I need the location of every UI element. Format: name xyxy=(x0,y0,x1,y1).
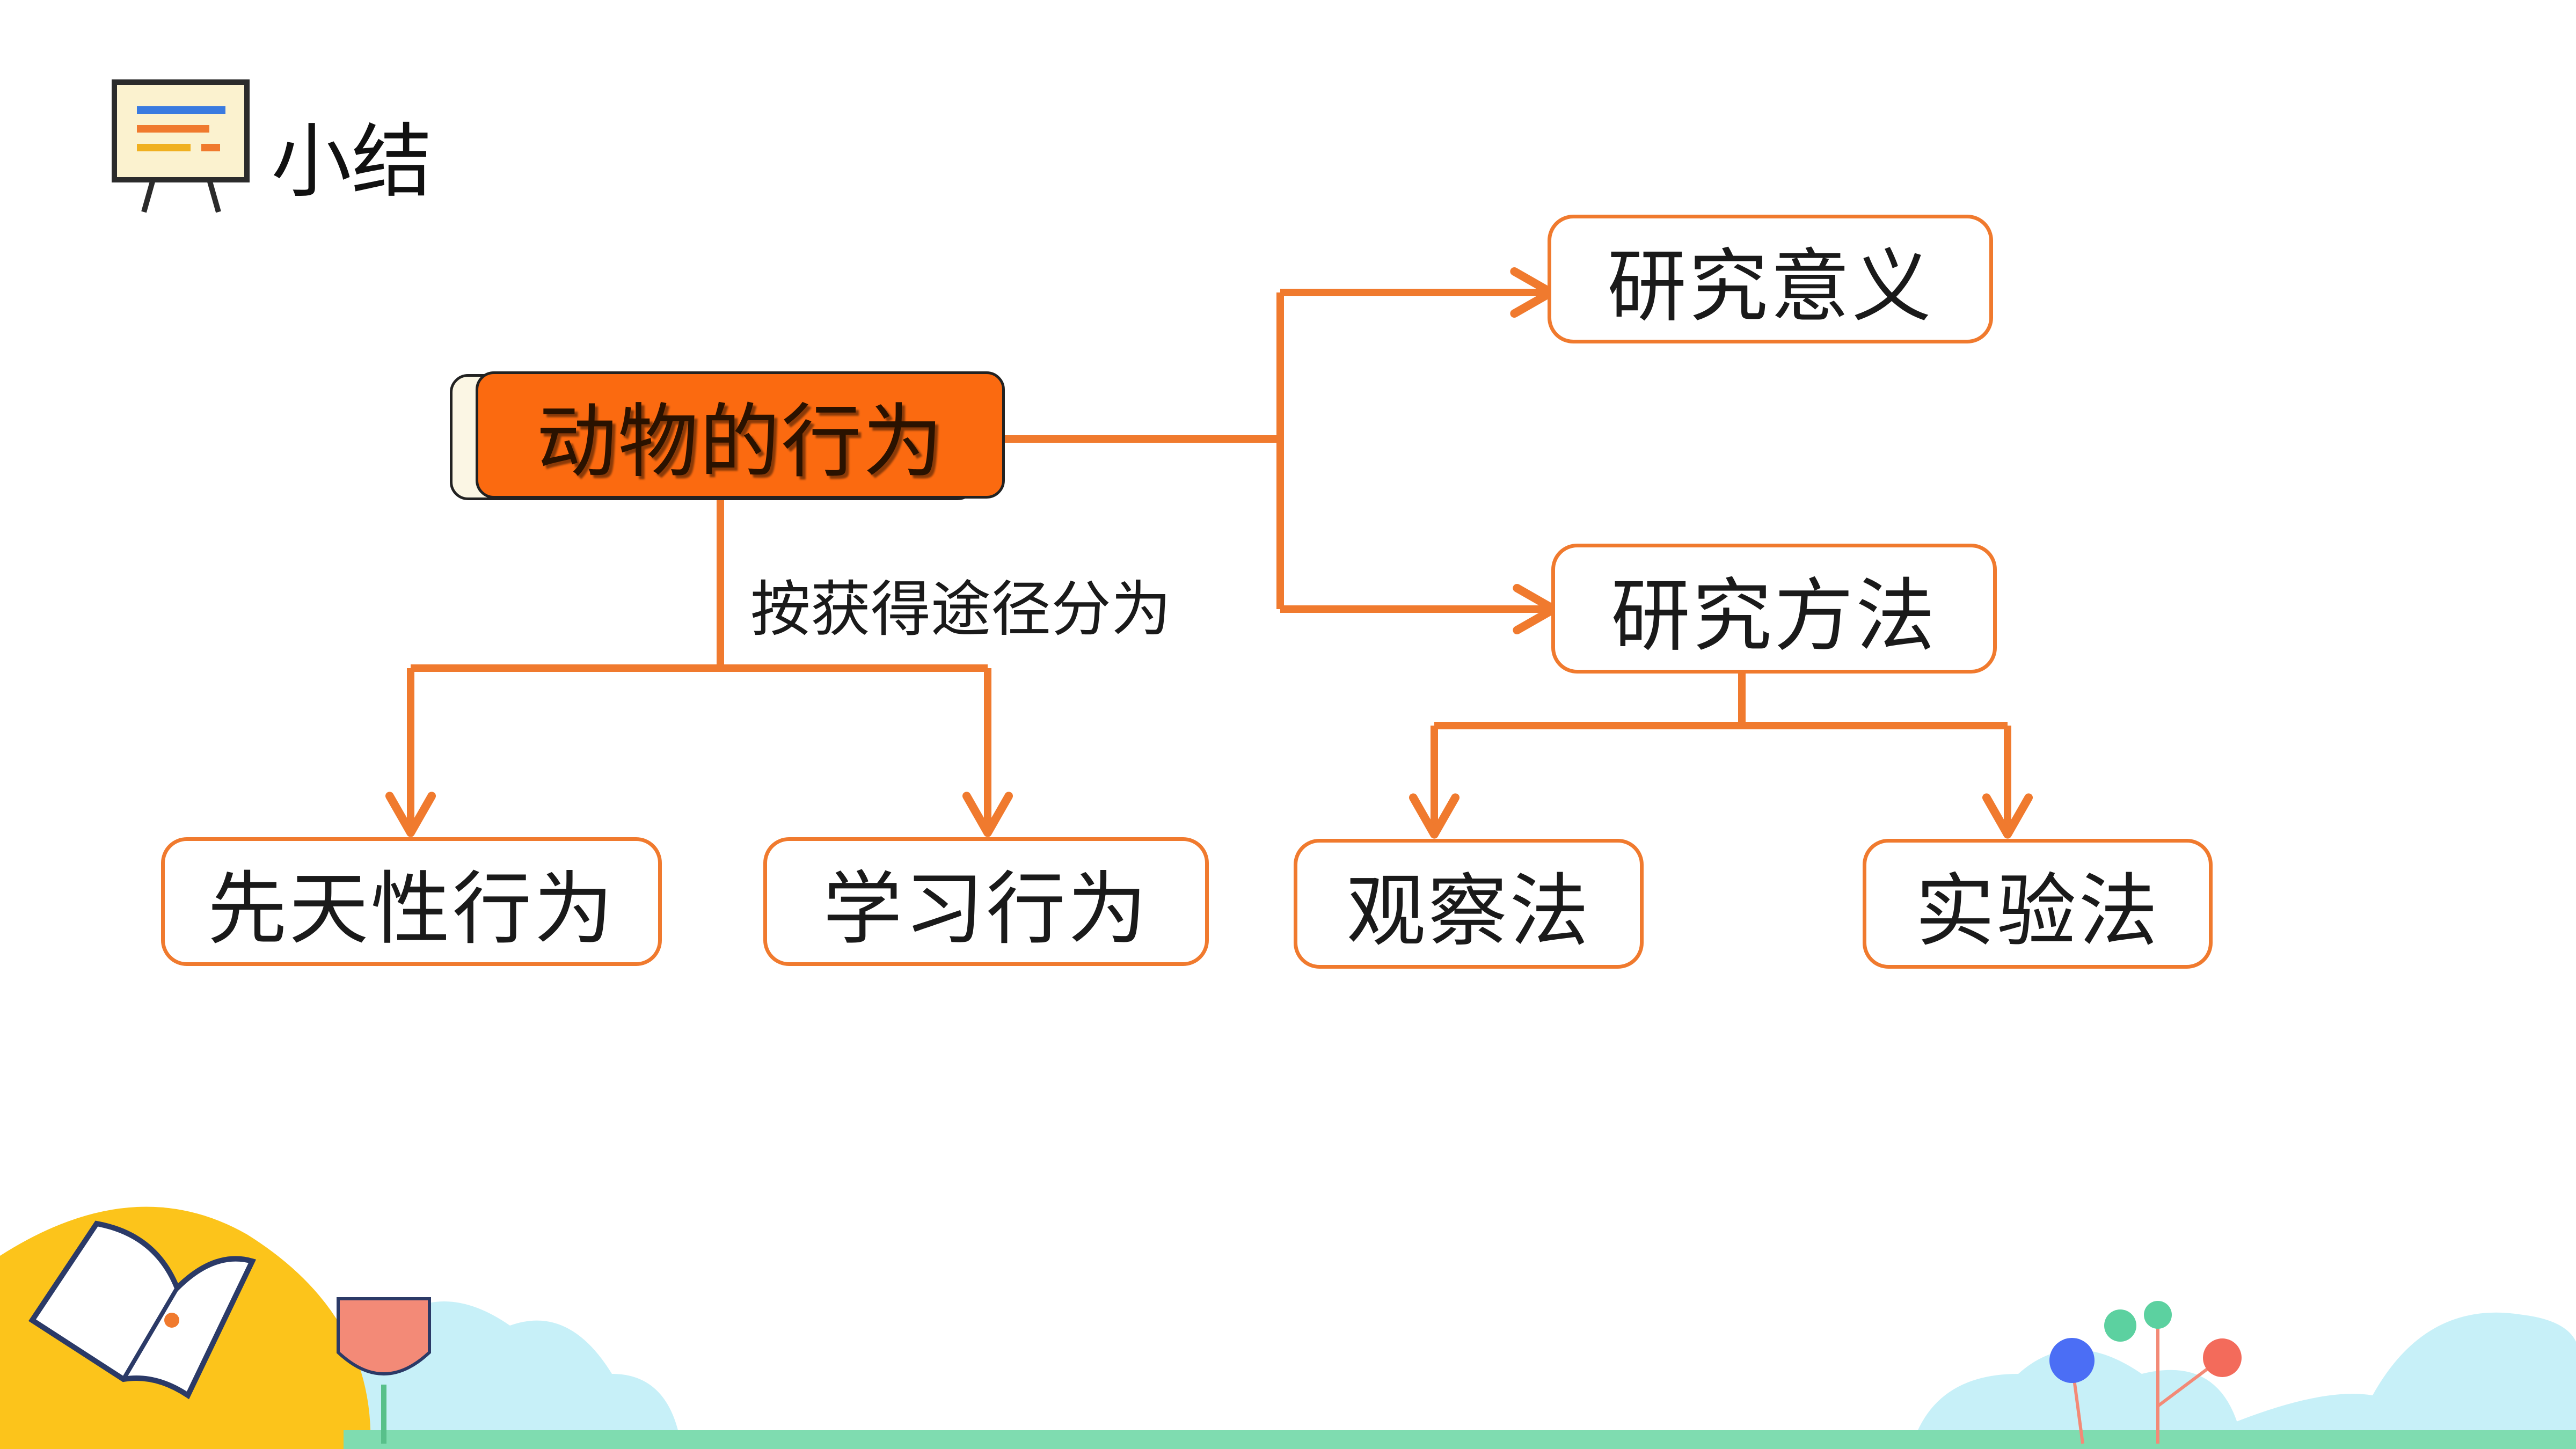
node-learned-behavior-label: 学习行为 xyxy=(823,862,1149,955)
connectors xyxy=(385,267,2033,839)
node-research-method: 研究方法 xyxy=(1551,544,1997,674)
open-book-icon xyxy=(28,1220,257,1400)
node-learned-behavior: 学习行为 xyxy=(763,837,1209,966)
balloon-tree-icon xyxy=(2049,1301,2242,1444)
easel-board-icon xyxy=(112,79,250,213)
acquisition-edge-label: 按获得途径分为 xyxy=(750,575,1171,645)
node-research-significance: 研究意义 xyxy=(1548,215,1993,343)
flower-icon xyxy=(337,1297,431,1444)
node-observation-method: 观察法 xyxy=(1294,839,1644,969)
node-observation-method-label: 观察法 xyxy=(1346,865,1591,957)
node-research-significance-label: 研究意义 xyxy=(1607,240,1933,333)
node-experiment-method: 实验法 xyxy=(1863,839,2213,969)
node-innate-behavior: 先天性行为 xyxy=(161,837,662,966)
node-research-method-label: 研究方法 xyxy=(1611,569,1937,662)
page-title: 小结 xyxy=(271,115,433,209)
root-node: 动物的行为 xyxy=(476,371,1005,499)
bottom-decoration xyxy=(0,1206,2576,1449)
node-experiment-method-label: 实验法 xyxy=(1915,865,2160,957)
node-innate-behavior-label: 先天性行为 xyxy=(207,862,616,955)
